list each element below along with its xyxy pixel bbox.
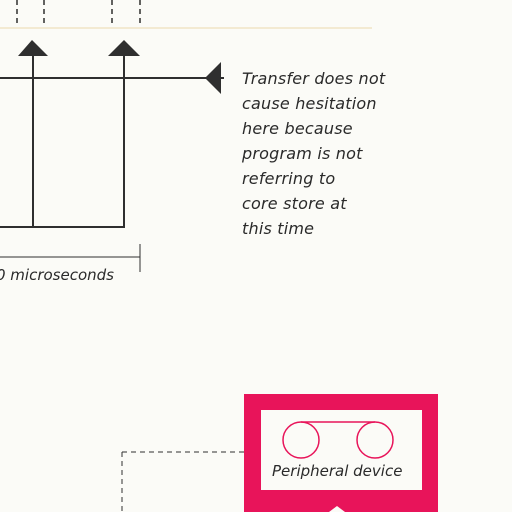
left-arrow xyxy=(205,62,221,94)
annotation-line: core store at xyxy=(242,194,347,213)
peripheral-device-label: Peripheral device xyxy=(272,462,403,480)
annotation-line: Transfer does not xyxy=(242,69,386,88)
peripheral-inner xyxy=(261,410,422,490)
annotation-line: cause hesitation xyxy=(242,94,377,113)
up-arrow-2 xyxy=(108,40,140,56)
annotation-line: this time xyxy=(242,219,315,238)
annotation-line: referring to xyxy=(242,169,336,188)
annotation-line: program is not xyxy=(242,144,363,163)
up-arrow-1 xyxy=(18,40,48,56)
connector-arrow xyxy=(329,506,345,512)
annotation-line: here because xyxy=(242,119,353,138)
transfer-annotation: Transfer does not cause hesitation here … xyxy=(242,66,412,241)
time-label: 0 microseconds xyxy=(0,266,114,284)
